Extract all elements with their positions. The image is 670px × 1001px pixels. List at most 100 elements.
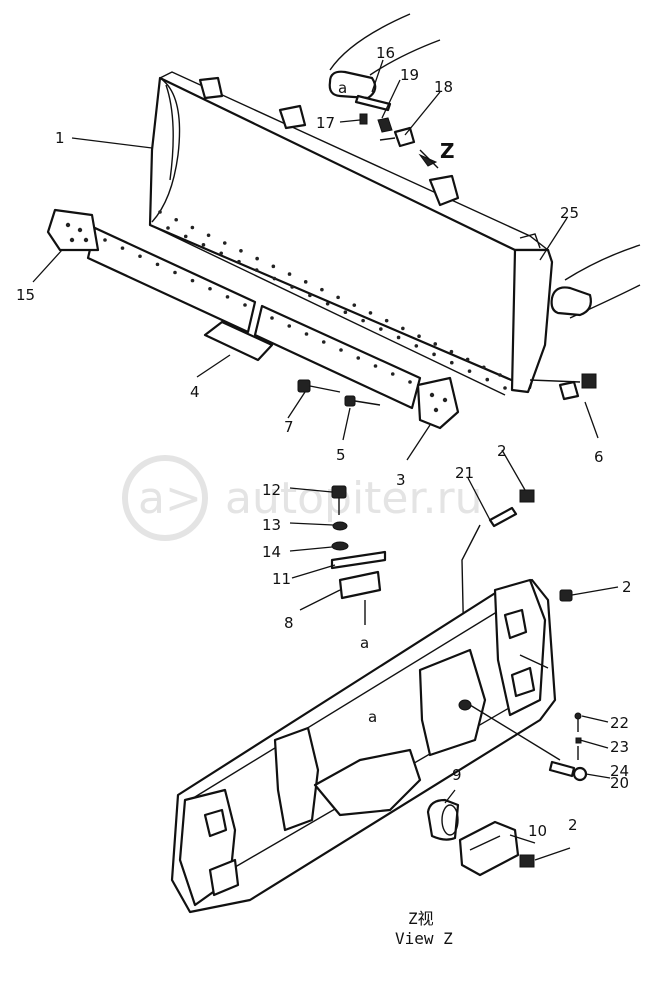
blade-bolt-hole [272, 276, 277, 281]
cutting-edge-holes [103, 238, 412, 384]
frame [170, 578, 561, 914]
blade-bolt-hole [255, 256, 259, 261]
bolt-2-right [559, 589, 573, 602]
cutting-edge-hole [103, 238, 107, 242]
watermark-text: autopiter.ru [225, 473, 483, 524]
right-arm-detail [550, 244, 641, 319]
cutting-edge [86, 226, 422, 410]
cutting-edge-hole [225, 295, 230, 299]
label-2-frame: 2 [622, 578, 632, 596]
leader-lines [32, 59, 619, 861]
cutting-edge-hole [304, 332, 309, 336]
label-21: 21 [455, 464, 474, 482]
blade-bolt-hole [433, 342, 438, 346]
view-z-marker: Z [440, 139, 455, 163]
blade-bolt-hole [239, 249, 243, 253]
blade [148, 71, 554, 396]
blade-bolt-hole [201, 243, 206, 247]
cutting-edge-hole [339, 348, 343, 352]
cutting-edge-hole [390, 372, 395, 376]
cutting-edge-hole [208, 286, 212, 291]
label-4: 4 [190, 383, 200, 401]
label-1: 1 [55, 129, 65, 147]
blade-bolt-hole [384, 318, 389, 323]
blade-bolt-hole [449, 349, 454, 354]
label-7: 7 [284, 418, 294, 436]
blade-bolt-hole [308, 293, 312, 298]
label-14: 14 [262, 543, 281, 561]
label-24: 24 [610, 762, 629, 780]
label-2-top: 2 [497, 442, 507, 460]
blade-bolt-hole [352, 303, 357, 307]
label-6: 6 [594, 448, 604, 466]
blade-bolt-hole [401, 326, 405, 331]
watermark: a> autopiter.ru [122, 455, 483, 541]
section-marker-a-top: a [338, 79, 347, 97]
blade-bolt-hole [432, 352, 436, 357]
end-bit-right [416, 376, 460, 430]
cutting-edge-hole [120, 246, 125, 250]
blade-bolt-hole [158, 210, 162, 214]
end-bit-left [46, 208, 100, 252]
label-25: 25 [560, 204, 579, 222]
cutting-edge-hole [155, 262, 160, 267]
label-2-bottom: 2 [568, 816, 578, 834]
cutting-edge-hole [373, 364, 378, 368]
label-22: 22 [610, 714, 629, 732]
blade-bolt-hole [485, 377, 490, 382]
cutting-edge-hole [321, 340, 326, 344]
blade-bolt-hole [467, 369, 472, 373]
pin-assembly-20 [548, 712, 588, 782]
blade-bolt-hole [183, 234, 188, 239]
label-10: 10 [528, 822, 547, 840]
label-12: 12 [262, 481, 281, 499]
blade-bolt-hole [465, 357, 470, 362]
label-16: 16 [376, 44, 395, 62]
blade-bolt-hole [290, 285, 294, 289]
blade-bolt-hole [320, 287, 324, 292]
cutting-edge-hole [138, 254, 142, 259]
blade-bolt-hole [368, 311, 373, 315]
blade-bolt-hole [287, 272, 292, 276]
label-18: 18 [434, 78, 453, 96]
cutting-edge-hole [356, 356, 361, 360]
blade-bolt-hole [503, 386, 507, 390]
label-9: 9 [452, 766, 462, 784]
label-13: 13 [262, 516, 281, 534]
label-11: 11 [272, 570, 291, 588]
bracket-10 [458, 820, 535, 877]
label-19: 19 [400, 66, 419, 84]
blade-bolt-hole [190, 225, 195, 230]
blade-bolt-hole [222, 241, 227, 245]
nut-6 [529, 373, 597, 401]
plate-fasteners [330, 485, 387, 625]
cutting-edge-hole [190, 278, 195, 283]
blade-bolt-hole [482, 365, 486, 370]
blade-bolt-hole [417, 334, 421, 338]
blade-bolt-hole [303, 280, 308, 284]
blade-bolt-hole [219, 251, 224, 256]
cutting-edge-hole [173, 270, 177, 275]
label-23: 23 [610, 738, 629, 756]
blade-bolt-hole [174, 217, 178, 222]
section-marker-a-frame: a [368, 708, 377, 726]
blade-bolt-hole [237, 259, 241, 264]
bolts-7-5 [297, 379, 381, 407]
blade-bolt-hole [206, 233, 211, 238]
label-5: 5 [336, 446, 346, 464]
label-3: 3 [396, 471, 406, 489]
section-marker-a-upper: a [360, 634, 369, 652]
blade-bolt-hole [379, 327, 383, 331]
blade-bolt-hole [336, 295, 340, 300]
blade-bolt-hole [498, 373, 502, 377]
blade-bolt-hole [343, 310, 348, 315]
watermark-symbol: a> [138, 473, 202, 524]
blade-bolt-hole [166, 226, 170, 230]
blade-bolt-hole [449, 360, 454, 365]
blade-bolt-hole [271, 264, 276, 269]
blade-bolt-hole [254, 268, 259, 272]
caption-line-1: Z视 [408, 909, 434, 928]
top-pin-detail [328, 13, 441, 169]
cutting-edge-hole [243, 303, 247, 307]
